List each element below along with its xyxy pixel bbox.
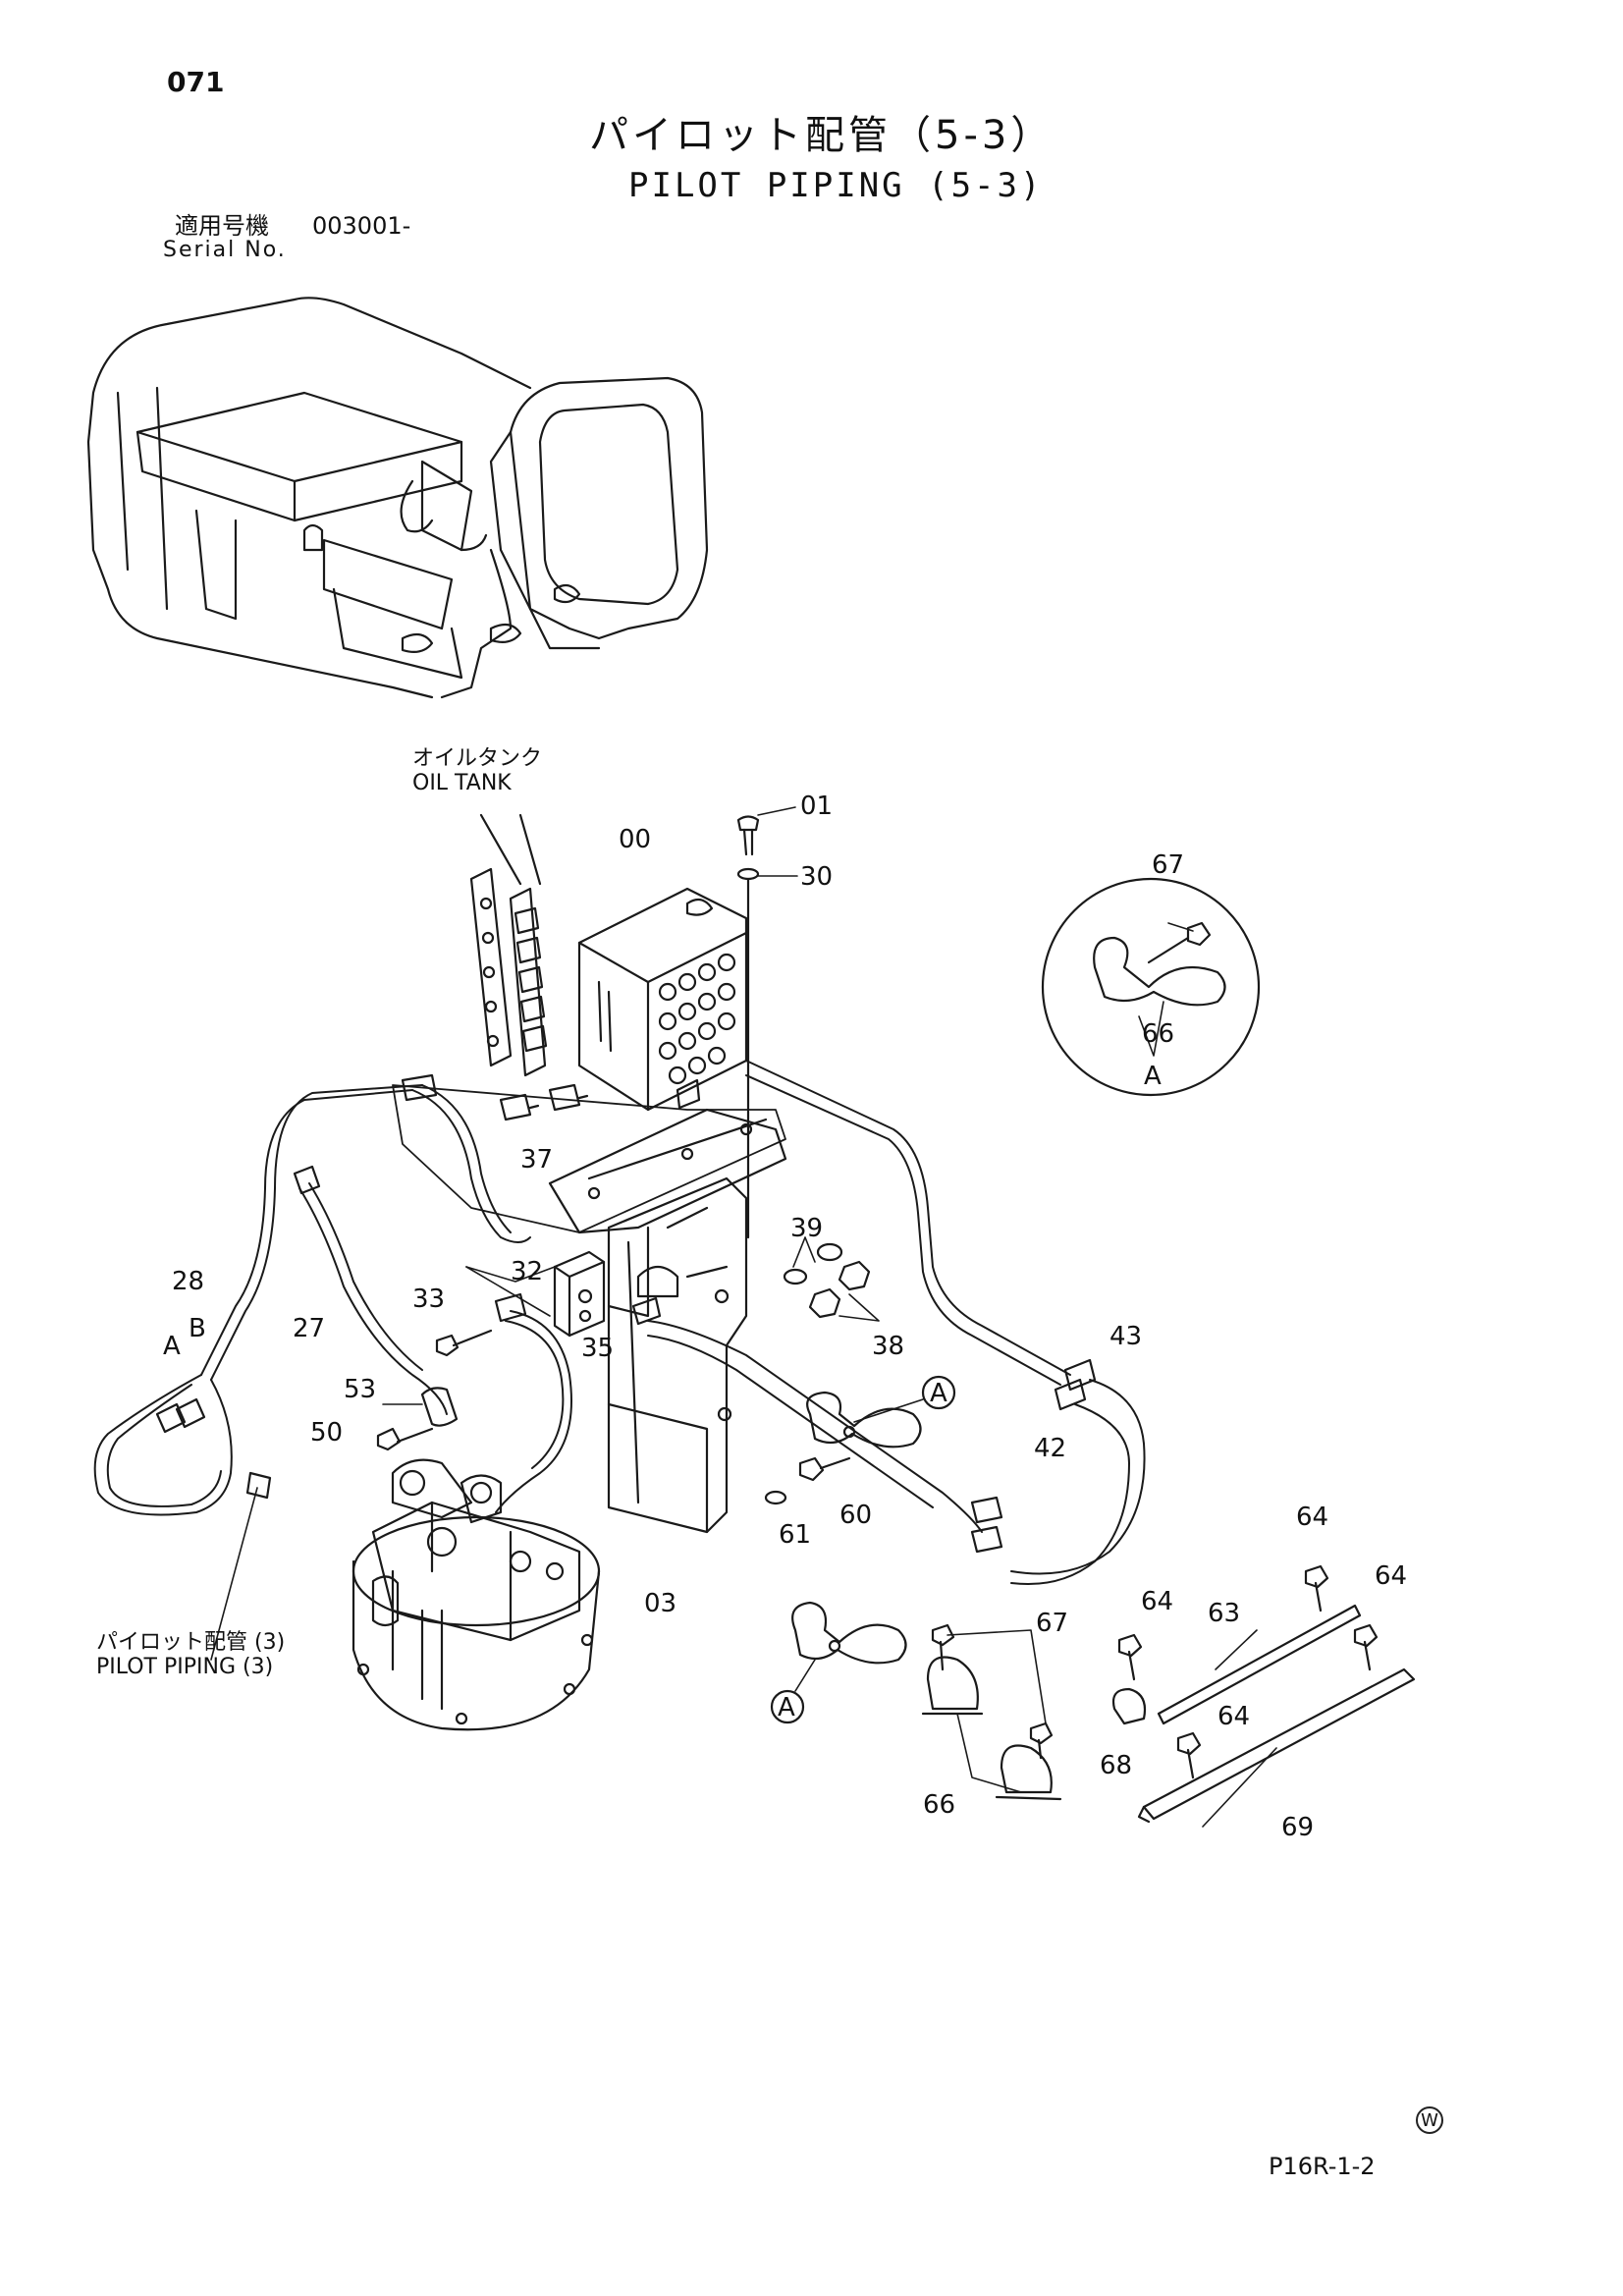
part-label-64-c: 64	[1141, 1587, 1174, 1616]
part-label-03: 03	[644, 1589, 677, 1618]
oil-tank-callout: オイルタンク OIL TANK	[412, 746, 542, 796]
swing-motor	[352, 1458, 601, 1731]
w-mark: W	[1416, 2106, 1443, 2134]
oil-tank-bracket	[469, 813, 548, 1077]
hoses	[93, 1060, 1146, 1586]
part-label-28-b: B	[189, 1314, 206, 1343]
part-label-28-a: A	[163, 1332, 181, 1361]
part-label-27: 27	[293, 1314, 326, 1343]
page-number: 071	[167, 66, 225, 98]
clamps-66-67	[921, 1623, 1062, 1801]
bracket-03	[607, 1176, 748, 1534]
hose-fittings	[155, 1073, 1097, 1554]
title-japanese: パイロット配管（5-3）	[589, 113, 1055, 158]
clamp-lower	[770, 1601, 907, 1724]
block-32	[465, 1250, 606, 1338]
serial-label-japanese: 適用号機	[175, 212, 269, 240]
serial-label-english: Serial No.	[163, 238, 287, 262]
part-label-38: 38	[872, 1332, 905, 1361]
part-label-69: 69	[1281, 1813, 1315, 1842]
oil-tank-label-jp: オイルタンク	[412, 746, 543, 771]
oil-tank-label-en: OIL TANK	[412, 771, 512, 796]
part-label-68: 68	[1100, 1751, 1133, 1780]
part-label-30: 30	[800, 862, 834, 892]
part-label-64-a: 64	[1296, 1503, 1329, 1532]
part-label-53: 53	[344, 1375, 377, 1404]
bolt-washer-60-61	[764, 1456, 851, 1505]
pilot-piping-label-en: PILOT PIPING (3)	[96, 1655, 274, 1680]
part-label-35: 35	[581, 1334, 615, 1363]
clamp-upper	[806, 1375, 956, 1449]
part-label-42: 42	[1034, 1434, 1067, 1463]
part-label-01: 01	[800, 792, 834, 821]
title-english: PILOT PIPING (5-3)	[628, 166, 1044, 205]
detail-a-ref-lower: A	[778, 1693, 795, 1722]
bolt-and-washer	[736, 806, 798, 1239]
part-label-66: 66	[923, 1790, 956, 1820]
part-label-61: 61	[779, 1520, 812, 1550]
part-label-67: 67	[1036, 1609, 1069, 1638]
mounting-plate	[392, 1084, 787, 1234]
pilot-piping-callout: パイロット配管 (3) PILOT PIPING (3)	[96, 1630, 285, 1680]
pilot-piping-label-jp: パイロット配管 (3)	[96, 1630, 286, 1655]
detail-a-ref-upper: A	[930, 1379, 947, 1408]
detail-a-label: A	[1144, 1062, 1162, 1091]
part-label-43: 43	[1109, 1322, 1143, 1351]
pilot-valve-block	[577, 887, 748, 1112]
pilot-piping-leader	[210, 1487, 258, 1661]
footer-code: P16R-1-2	[1269, 2153, 1376, 2180]
part-label-64-b: 64	[1375, 1561, 1408, 1591]
part-label-33: 33	[412, 1285, 446, 1314]
detail-a-circle	[1041, 877, 1261, 1097]
serial-value: 003001-	[312, 212, 411, 240]
part-label-32: 32	[511, 1257, 544, 1286]
part-label-39: 39	[790, 1214, 824, 1243]
part-label-00: 00	[619, 825, 652, 854]
part-label-66-detail: 66	[1142, 1019, 1175, 1049]
excavator-overview	[86, 297, 709, 699]
part-label-37: 37	[520, 1145, 554, 1175]
part-label-64-d: 64	[1217, 1702, 1251, 1731]
part-label-67-detail: 67	[1152, 850, 1185, 880]
bolt-33	[435, 1329, 493, 1357]
part-label-63: 63	[1208, 1599, 1241, 1628]
plates-63-69	[1111, 1564, 1416, 1828]
clamp-53	[376, 1387, 459, 1451]
fittings-37	[499, 1083, 589, 1121]
part-label-50: 50	[310, 1418, 344, 1448]
washers-nuts	[783, 1236, 880, 1322]
part-label-28: 28	[172, 1267, 205, 1296]
part-label-60: 60	[839, 1501, 873, 1530]
